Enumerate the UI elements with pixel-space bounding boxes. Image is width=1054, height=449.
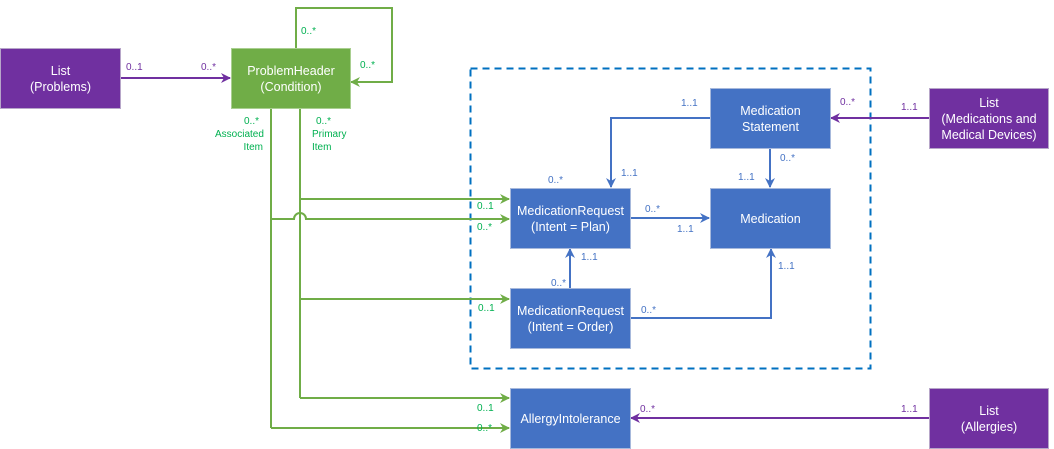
node-subtitle: Statement xyxy=(742,119,799,134)
node-medication-request-order[interactable]: MedicationRequest(Intent = Order) xyxy=(510,288,631,349)
edge-statement-to-plan xyxy=(606,117,710,188)
mult-label: 0..* xyxy=(551,278,567,289)
mult-label: 0..* xyxy=(645,204,661,215)
mult-label: 0..* xyxy=(316,116,332,127)
mult-label: 0..* xyxy=(548,175,564,186)
mult-label: 0..* xyxy=(641,305,657,316)
node-title: Medication xyxy=(740,103,801,118)
mult-label: 0..* xyxy=(301,26,317,37)
mult-label: 0..1 xyxy=(477,201,494,212)
mult-label: 1..1 xyxy=(901,102,918,113)
mult-label: 1..1 xyxy=(778,261,795,272)
node-subtitle: (Intent = Order) xyxy=(527,319,614,334)
mult-label: 0..1 xyxy=(478,303,495,314)
node-problem-header[interactable]: ProblemHeader(Condition) xyxy=(231,48,351,109)
node-medication[interactable]: Medication xyxy=(710,188,831,249)
node-subtitle: (Problems) xyxy=(29,79,92,94)
node-title: List xyxy=(50,63,71,78)
mult-label: 0..* xyxy=(640,404,656,415)
mult-label: 1..1 xyxy=(677,224,694,235)
mult-label: 1..1 xyxy=(581,252,598,263)
mult-label: 1..1 xyxy=(621,168,638,179)
node-subtitle: (Intent = Plan) xyxy=(531,219,610,234)
node-subtitle: (Medications and xyxy=(941,111,1037,126)
edge-problemheader-self-loop xyxy=(295,7,393,87)
mult-label: 0..1 xyxy=(126,62,143,73)
edge-associated-to-plan xyxy=(271,212,510,224)
mult-label: 0..* xyxy=(201,62,217,73)
node-list-allergies[interactable]: List(Allergies) xyxy=(929,388,1049,449)
association-role-label: Primary xyxy=(312,129,347,140)
mult-label: 0..* xyxy=(840,97,856,108)
mult-label: 0..* xyxy=(360,60,376,71)
node-allergy-intolerance[interactable]: AllergyIntolerance xyxy=(510,388,631,449)
node-title: AllergyIntolerance xyxy=(520,411,621,426)
mult-label: 0..* xyxy=(477,423,493,434)
node-subtitle-2: Medical Devices) xyxy=(941,127,1037,142)
association-role-label: Associated xyxy=(215,129,264,140)
node-title: MedicationRequest xyxy=(516,203,624,218)
node-subtitle: (Allergies) xyxy=(960,419,1018,434)
association-role-label: Item xyxy=(312,142,332,153)
node-list-problems[interactable]: List(Problems) xyxy=(0,48,121,109)
node-title: MedicationRequest xyxy=(516,303,624,318)
mult-label: 0..* xyxy=(780,153,796,164)
node-title: Medication xyxy=(740,211,801,226)
node-title: List xyxy=(979,403,999,418)
node-subtitle: (Condition) xyxy=(260,79,322,94)
mult-label: 0..* xyxy=(477,222,493,233)
mult-label: 0..1 xyxy=(477,403,494,414)
node-title: List xyxy=(979,95,999,110)
association-role-label: Item xyxy=(243,142,263,153)
mult-label: 1..1 xyxy=(901,404,918,415)
mult-label: 1..1 xyxy=(681,98,698,109)
edge-order-to-medication xyxy=(630,248,776,319)
mult-label: 0..* xyxy=(244,116,260,127)
node-medication-request-plan[interactable]: MedicationRequest(Intent = Plan) xyxy=(510,188,631,249)
node-title: ProblemHeader xyxy=(247,63,335,78)
mult-label: 1..1 xyxy=(738,172,755,183)
